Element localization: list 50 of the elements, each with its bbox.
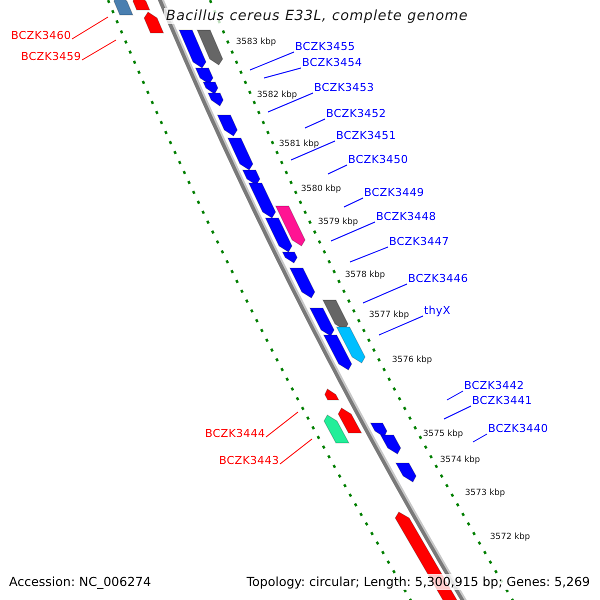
gene-label: BCZK3443 [219, 454, 280, 467]
scale-label: 3583 kbp [236, 37, 276, 47]
gene-label: BCZK3448 [376, 210, 436, 223]
gene-label: BCZK3452 [326, 107, 386, 120]
leader-line [268, 92, 314, 112]
scale-label: 3574 kbp [440, 455, 480, 465]
gene-label: BCZK3459 [21, 50, 82, 63]
leader-line [378, 316, 424, 336]
gene-label: BCZK3440 [488, 422, 548, 435]
leader-line [82, 40, 116, 60]
gene-label: BCZK3451 [336, 129, 396, 142]
leader-line [264, 68, 302, 78]
info-text: Topology: circular; Length: 5,300,915 bp; Genes: 5,269 [246, 574, 590, 590]
leader-line [330, 222, 376, 242]
leader-line [328, 164, 348, 174]
scale-label: 3575 kbp [423, 429, 464, 439]
scale-label: 3576 kbp [392, 355, 432, 365]
gene-label: BCZK3453 [314, 81, 374, 94]
scale-label: 3578 kbp [345, 270, 386, 280]
gene-label: BCZK3446 [408, 272, 468, 285]
gene-label: BCZK3447 [389, 235, 450, 248]
gene-label: BCZK3444 [205, 427, 266, 440]
leader-line [446, 390, 464, 400]
gene-label: BCZK3450 [348, 153, 408, 166]
gene-label: BCZK3441 [472, 394, 532, 407]
leader-line [280, 438, 312, 464]
gene-label: BCZK3454 [302, 56, 362, 69]
scale-label: 3580 kbp [301, 184, 342, 194]
leader-line [304, 118, 326, 128]
scale-label: 3577 kbp [369, 310, 410, 320]
leader-line [250, 52, 294, 70]
scale-label: 3572 kbp [490, 532, 530, 542]
leader-line [444, 406, 472, 420]
leader-line [266, 412, 298, 438]
gene-label: BCZK3442 [464, 379, 524, 392]
leader-line [362, 284, 408, 304]
leader-line [72, 16, 108, 40]
scale-label: 3582 kbp [257, 90, 298, 100]
scale-label: 3581 kbp [279, 139, 320, 149]
leader-line [472, 434, 488, 442]
gene-label: BCZK3449 [364, 186, 424, 199]
gene-label: BCZK3455 [295, 40, 356, 53]
scale-label: 3573 kbp [465, 488, 506, 498]
scale-label: 3579 kbp [318, 217, 358, 227]
gene-label: thyX [424, 304, 451, 317]
leader-line [350, 246, 388, 262]
leader-line [290, 140, 336, 160]
gene-label: BCZK3460 [11, 29, 72, 42]
info-text: Accession: NC_006274 [9, 574, 152, 590]
leader-line [344, 198, 364, 208]
